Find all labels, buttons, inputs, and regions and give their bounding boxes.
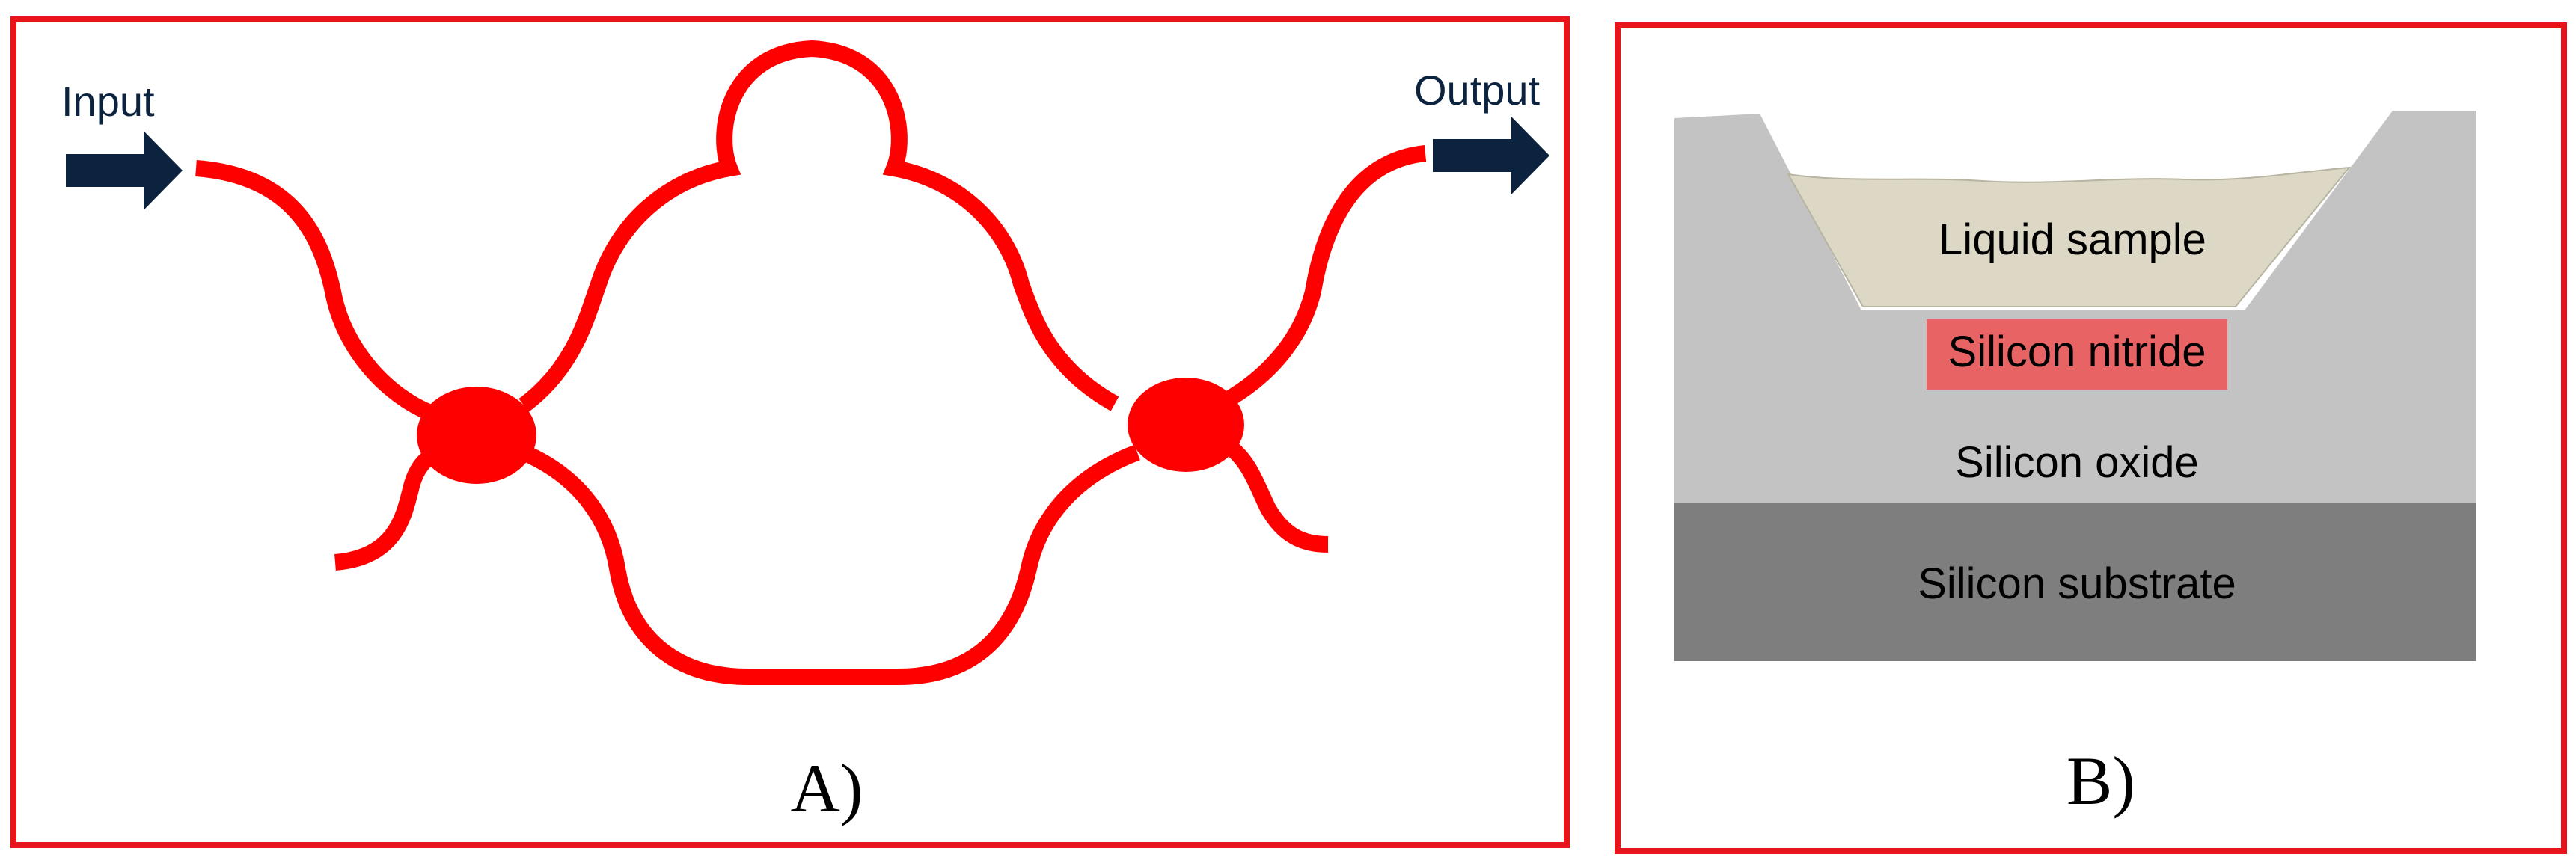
waveguide-upper-arm xyxy=(518,40,1119,412)
waveguide-input xyxy=(195,160,434,421)
silicon-nitride-label: Silicon nitride xyxy=(1948,328,2206,376)
silicon-oxide-layer xyxy=(1674,111,2476,503)
liquid-sample-layer xyxy=(1787,166,2352,307)
waveguide-network xyxy=(195,40,1427,685)
input-label: Input xyxy=(61,78,155,125)
waveguide-output xyxy=(1223,145,1427,408)
silicon-substrate-label: Silicon substrate xyxy=(1918,559,2236,608)
input-arrow-icon xyxy=(66,131,183,210)
silicon-substrate-layer xyxy=(1674,503,2476,661)
left-coupler xyxy=(417,387,536,484)
liquid-sample-label: Liquid sample xyxy=(1939,215,2206,264)
panel-b-label: B) xyxy=(2066,743,2135,819)
panel-b-frame xyxy=(1615,22,2567,854)
panel-a-label: A) xyxy=(790,750,863,826)
panel-a: Input Output A) xyxy=(10,16,1570,848)
silicon-nitride-layer xyxy=(1927,319,2227,390)
output-arrow-icon xyxy=(1433,117,1549,194)
right-coupler xyxy=(1128,378,1244,472)
waveguide-lower-arm xyxy=(520,444,1140,685)
panel-b: Liquid sample Silicon nitride Silicon ox… xyxy=(1615,22,2567,854)
silicon-oxide-label: Silicon oxide xyxy=(1955,438,2199,487)
waveguide-right-drop xyxy=(1222,437,1329,553)
output-label: Output xyxy=(1414,67,1541,114)
panel-a-frame xyxy=(10,16,1570,848)
